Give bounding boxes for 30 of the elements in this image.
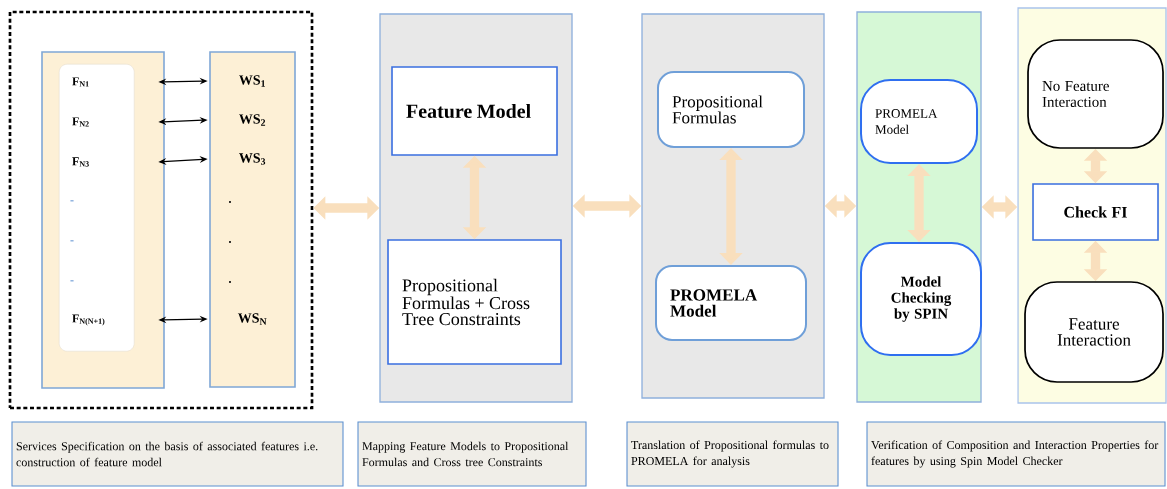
- feature-label: F$_{N1}$: [72, 77, 89, 87]
- column-panel: [209, 51, 296, 388]
- caption-box: Verification of Composition and Interaction Properties for features by using Spin Model Checker: [866, 421, 1166, 487]
- feature-label: F$_{N(N+1)}$: [72, 314, 105, 326]
- rounded-box: Feature Interaction: [1024, 281, 1164, 383]
- caption-box: Translation of Propositional formulas to PROMELA for analysis: [626, 421, 839, 487]
- rounded-box: PROMELA Model: [860, 79, 978, 164]
- ellipsis-mark: -: [70, 240, 74, 242]
- block-arrow: [907, 164, 931, 242]
- feature-label: F$_{N2}$: [72, 117, 89, 127]
- ellipsis-mark: .: [229, 201, 231, 203]
- caption-box: Services Specification on the basis of associated features i.e. construction of feature model: [11, 421, 344, 487]
- ellipsis-mark: .: [229, 281, 231, 283]
- block-arrow: [719, 148, 743, 265]
- ellipsis-mark: -: [70, 200, 74, 202]
- service-label: WS$_{1}$: [239, 75, 265, 87]
- process-box: Feature Model: [391, 66, 558, 156]
- rounded-box: Propositional Formulas: [657, 71, 805, 148]
- rounded-box: No Feature Interaction: [1027, 39, 1164, 149]
- service-label: WS$_{3}$: [239, 153, 266, 165]
- ellipsis-mark: .: [229, 241, 231, 243]
- service-label: WS$_{2}$: [239, 114, 266, 126]
- rounded-box: PROMELA Model: [655, 265, 807, 341]
- process-box: Check FI: [1032, 183, 1159, 241]
- ellipsis-mark: -: [70, 280, 74, 282]
- caption-box: Mapping Feature Models to Propositional Formulas and Cross tree Constraints: [357, 421, 587, 487]
- feature-label: F$_{N3}$: [72, 157, 89, 167]
- rounded-box: Model Checking by SPIN: [860, 242, 982, 356]
- process-box: Propositional Formulas + Cross Tree Constraints: [387, 239, 562, 365]
- service-label: WS$_{N}$: [237, 313, 267, 325]
